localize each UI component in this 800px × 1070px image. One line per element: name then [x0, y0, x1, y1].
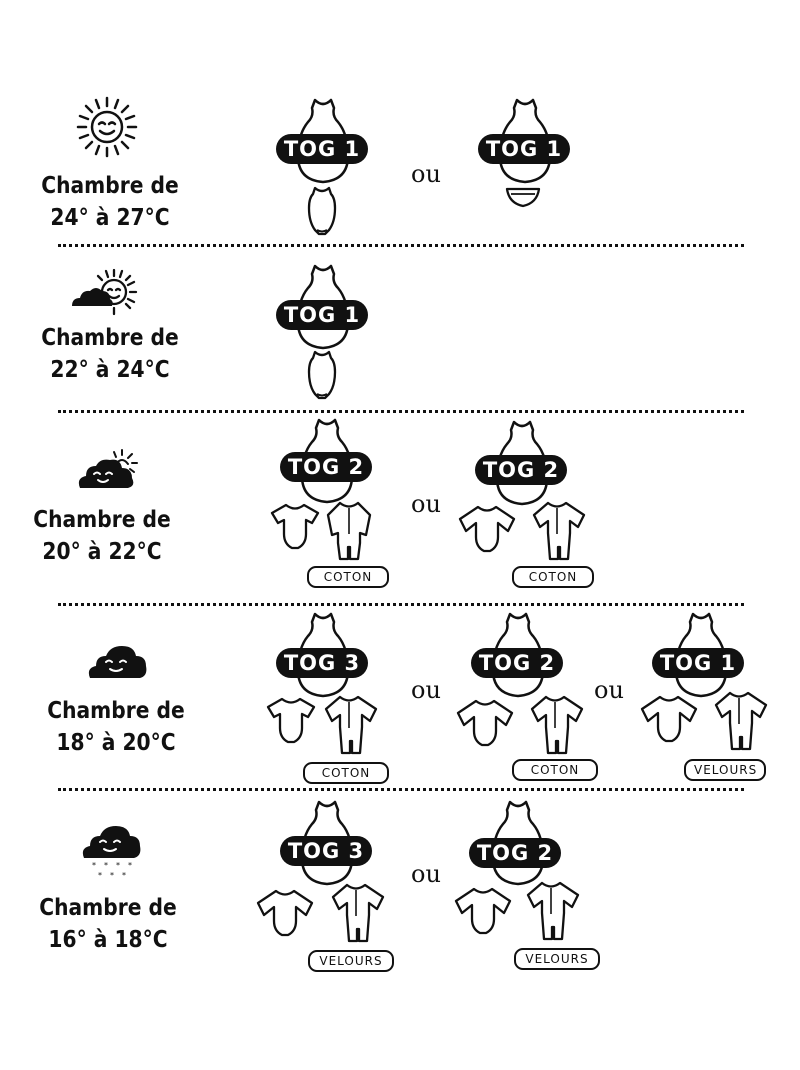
bodysuit-short-sleeve-icon — [270, 503, 320, 550]
svg-text:*: * — [92, 861, 96, 870]
bodysuit-long-sleeve-icon — [454, 887, 512, 935]
sleepsuit-icon — [714, 691, 768, 751]
bodysuit-long-sleeve-icon — [640, 695, 698, 743]
row-divider — [58, 244, 744, 247]
room-label-line2: 18° à 20°C — [56, 730, 176, 756]
bodysuit-sleeveless-icon — [307, 350, 337, 400]
fabric-label: VELOURS — [514, 948, 600, 970]
cloud-sun-icon — [78, 449, 138, 488]
room-temperature-label: Chambre de 18° à 20°C — [28, 695, 204, 759]
room-label-line2: 16° à 18°C — [48, 927, 168, 953]
bodysuit-sleeveless-icon — [307, 186, 337, 236]
room-label-line2: 20° à 22°C — [42, 539, 162, 565]
room-label-line1: Chambre de — [33, 507, 171, 533]
room-temperature-label: Chambre de 16° à 18°C — [20, 892, 196, 956]
tog-badge: TOG 2 — [469, 838, 561, 868]
bodysuit-short-sleeve-icon — [266, 697, 316, 744]
row-divider — [58, 603, 744, 606]
sleepsuit-icon — [530, 695, 584, 755]
sun-cloud-icon — [72, 268, 138, 316]
tog-badge: TOG 3 — [276, 648, 368, 678]
room-label-line2: 24° à 27°C — [50, 205, 170, 231]
tog-badge: TOG 1 — [276, 300, 368, 330]
fabric-label: VELOURS — [308, 950, 394, 972]
sleepsuit-icon — [331, 883, 385, 943]
row-divider — [58, 788, 744, 791]
bodysuit-long-sleeve-icon — [456, 699, 514, 747]
svg-text:*: * — [110, 871, 114, 880]
or-separator: ou — [411, 676, 441, 704]
fabric-label: VELOURS — [684, 759, 766, 781]
bodysuit-long-sleeve-icon — [458, 505, 516, 553]
tog-badge: TOG 2 — [471, 648, 563, 678]
svg-text:*: * — [122, 871, 126, 880]
sleepsuit-icon — [326, 501, 372, 561]
bodysuit-long-sleeve-icon — [256, 889, 314, 937]
svg-text:*: * — [104, 861, 108, 870]
sleepsuit-icon — [526, 881, 580, 941]
or-separator: ou — [594, 676, 624, 704]
room-label-line2: 22° à 24°C — [50, 357, 170, 383]
row-divider — [58, 410, 744, 413]
tog-badge: TOG 2 — [280, 452, 372, 482]
diaper-icon — [505, 187, 541, 208]
room-temperature-label: Chambre de 20° à 22°C — [14, 504, 190, 568]
fabric-label: COTON — [512, 566, 594, 588]
svg-text:*: * — [128, 861, 132, 870]
tog-badge: TOG 1 — [478, 134, 570, 164]
cloud-icon — [88, 646, 147, 678]
room-label-line1: Chambre de — [47, 698, 185, 724]
room-temperature-label: Chambre de 22° à 24°C — [22, 322, 198, 386]
sleepsuit-icon — [532, 501, 586, 561]
snow-cloud-icon: **** *** — [82, 826, 141, 880]
or-separator: ou — [411, 490, 441, 518]
room-label-line1: Chambre de — [39, 895, 177, 921]
room-temperature-label: Chambre de 24° à 27°C — [22, 170, 198, 234]
sun-icon — [76, 96, 138, 158]
tog-badge: TOG 3 — [280, 836, 372, 866]
tog-badge: TOG 1 — [652, 648, 744, 678]
sleepsuit-icon — [324, 695, 378, 755]
or-separator: ou — [411, 860, 441, 888]
svg-text:*: * — [116, 861, 120, 870]
or-separator: ou — [411, 160, 441, 188]
svg-text:*: * — [98, 871, 102, 880]
fabric-label: COTON — [303, 762, 389, 784]
fabric-label: COTON — [512, 759, 598, 781]
room-label-line1: Chambre de — [41, 325, 179, 351]
tog-badge: TOG 2 — [475, 455, 567, 485]
tog-badge: TOG 1 — [276, 134, 368, 164]
fabric-label: COTON — [307, 566, 389, 588]
room-label-line1: Chambre de — [41, 173, 179, 199]
